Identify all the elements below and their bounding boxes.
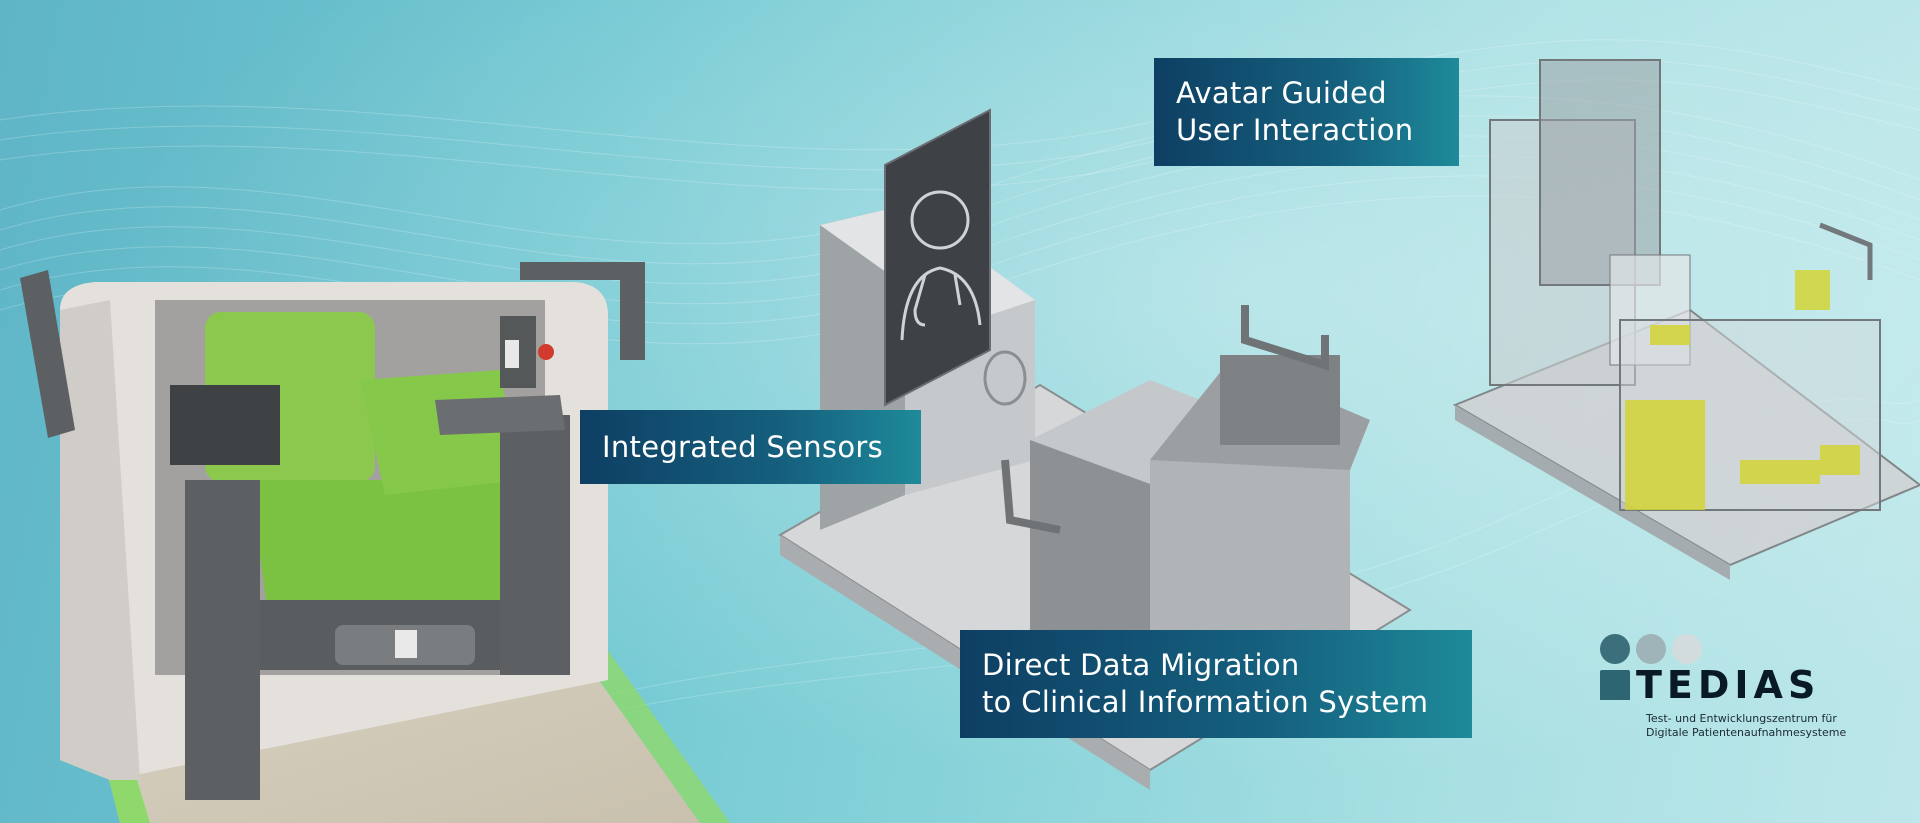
callout-migration-line-2: to Clinical Information System xyxy=(982,685,1429,719)
callout-integrated-sensors: Integrated Sensors xyxy=(580,410,921,484)
logo-subtitle: Test- und Entwicklungszentrum für Digita… xyxy=(1646,712,1846,740)
logo-bar xyxy=(1600,670,1630,700)
callout-sensors-line-1: Integrated Sensors xyxy=(602,429,883,464)
logo-wordmark: TEDIAS xyxy=(1636,663,1821,707)
callout-migration-line-1: Direct Data Migration xyxy=(982,648,1300,682)
callout-direct-data-migration: Direct Data Migration to Clinical Inform… xyxy=(960,630,1472,738)
logo-subtitle-line-1: Test- und Entwicklungszentrum für xyxy=(1646,712,1837,725)
doctor-avatar-icon xyxy=(900,190,982,341)
callout-avatar-guided-interaction: Avatar Guided User Interaction xyxy=(1154,58,1459,166)
callout-avatar-line-1: Avatar Guided xyxy=(1176,76,1387,110)
logo-dot-3 xyxy=(1672,634,1702,664)
logo-dot-2 xyxy=(1636,634,1666,664)
chair-kiosk-render xyxy=(20,262,730,823)
callout-avatar-line-2: User Interaction xyxy=(1176,113,1414,147)
logo-dot-1 xyxy=(1600,634,1630,664)
logo-subtitle-line-2: Digitale Patientenaufnahmesysteme xyxy=(1646,726,1847,739)
tedias-logo: TEDIAS Test- und Entwicklungszentrum für… xyxy=(1598,632,1858,752)
transparent-kiosk-render xyxy=(1452,59,1920,580)
